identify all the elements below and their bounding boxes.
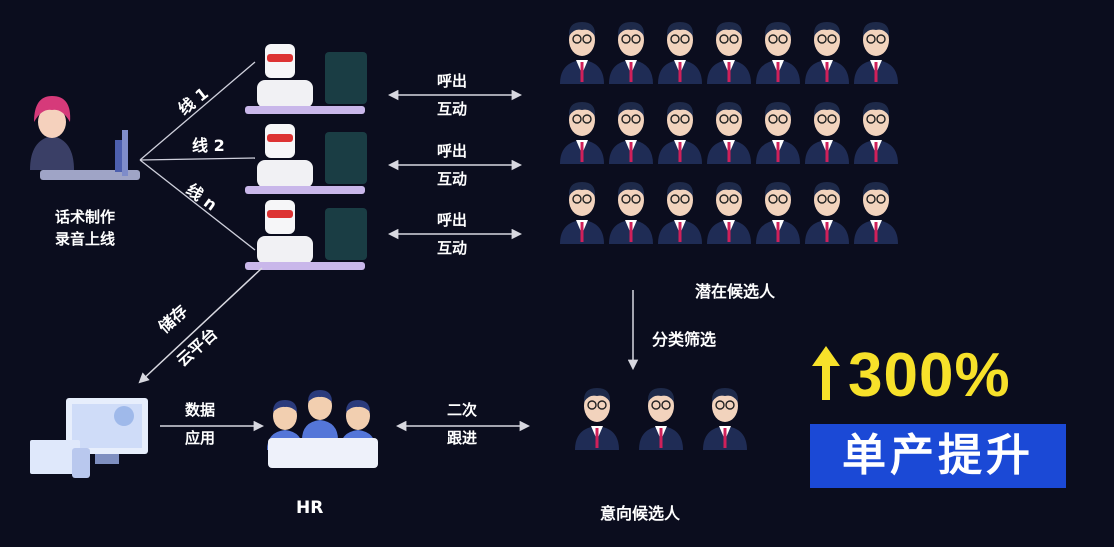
potential-candidate [608, 21, 654, 85]
potential-candidate [608, 181, 654, 245]
robot-2 [245, 124, 367, 194]
potential-candidate [706, 21, 752, 85]
potential-candidate [853, 181, 899, 245]
data-app-label: 数据 应用 [178, 396, 222, 452]
operator-caption: 话术制作 录音上线 [40, 206, 130, 250]
cloud-devices-illustration [30, 398, 148, 478]
potential-candidate [657, 181, 703, 245]
call-label-3a: 呼出 [436, 211, 467, 229]
call-interaction-3: 呼出 互动 [430, 206, 474, 262]
data-app-label-2: 应用 [184, 429, 215, 447]
operator-caption-line2: 录音上线 [54, 230, 115, 248]
intent-candidates-label: 意向候选人 [600, 504, 681, 523]
potential-candidate [755, 21, 801, 85]
potential-candidate [559, 21, 605, 85]
call-interaction-2: 呼出 互动 [430, 137, 474, 193]
promo-percentage: 300% [848, 341, 1011, 410]
filter-label: 分类筛选 [652, 330, 717, 349]
call-label-1b: 互动 [436, 100, 467, 118]
followup-label: 二次 跟进 [440, 396, 484, 452]
hr-team-illustration [267, 390, 378, 468]
hr-label: HR [296, 498, 324, 518]
potential-candidate [706, 181, 752, 245]
potential-candidates-label: 潜在候选人 [695, 282, 776, 301]
call-interaction-1: 呼出 互动 [430, 67, 474, 123]
potential-candidate [853, 21, 899, 85]
potential-candidate [853, 101, 899, 165]
up-arrow-icon [812, 346, 840, 400]
line-2-label: 线 2 [192, 136, 225, 155]
potential-candidate [804, 21, 850, 85]
potential-candidate [657, 101, 703, 165]
operator-caption-line1: 话术制作 [54, 208, 115, 226]
potential-candidate [657, 21, 703, 85]
potential-candidate [559, 101, 605, 165]
data-app-label-1: 数据 [184, 401, 215, 419]
intent-candidates-group [574, 387, 748, 451]
potential-candidate [608, 101, 654, 165]
call-label-1a: 呼出 [436, 72, 467, 90]
potential-candidate [755, 101, 801, 165]
potential-candidate [755, 181, 801, 245]
call-label-3b: 互动 [436, 239, 467, 257]
potential-candidate [804, 101, 850, 165]
robot-1 [245, 44, 367, 114]
followup-label-1: 二次 [446, 401, 477, 419]
potential-candidate [804, 181, 850, 245]
robot-3 [245, 200, 367, 270]
promo-banner: 单产提升 [810, 424, 1066, 488]
followup-label-2: 跟进 [446, 429, 477, 447]
call-label-2a: 呼出 [436, 142, 467, 160]
operator-illustration [30, 96, 140, 180]
call-label-2b: 互动 [436, 170, 467, 188]
potential-candidate [706, 101, 752, 165]
potential-candidates-crowd [559, 21, 899, 245]
potential-candidate [559, 181, 605, 245]
